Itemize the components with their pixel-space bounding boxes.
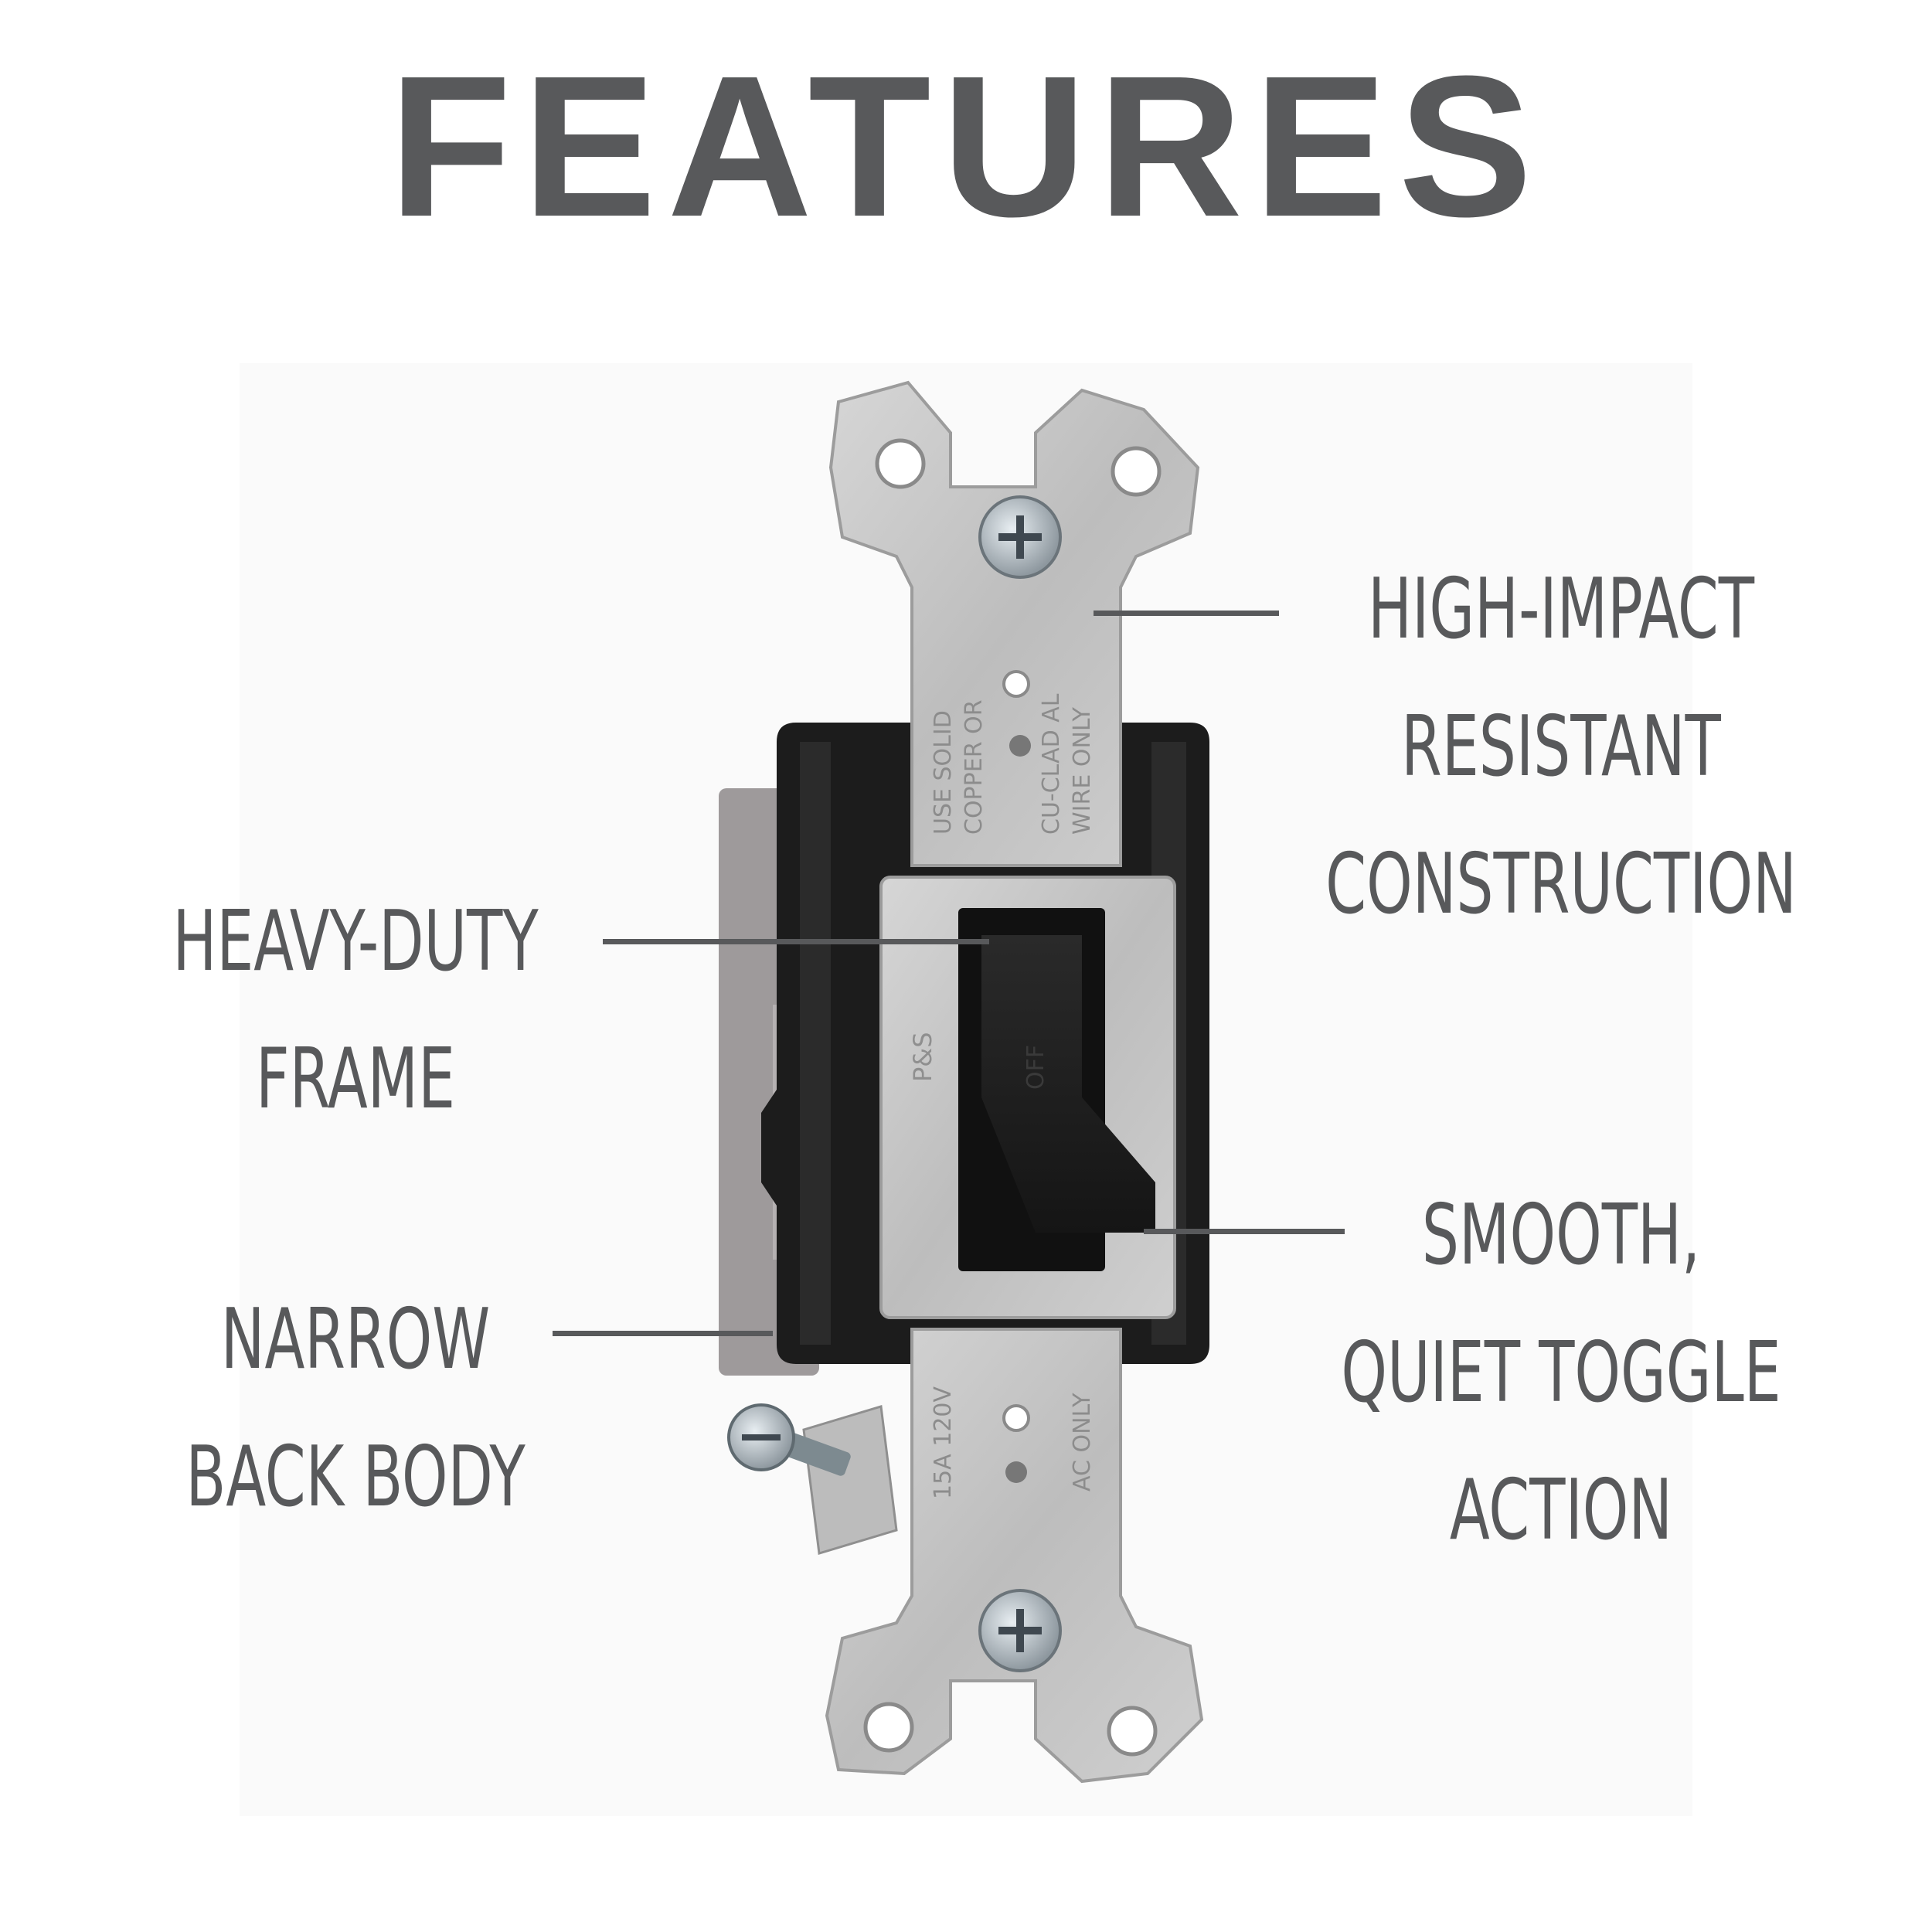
imprint-ac-only: AC ONLY xyxy=(1069,1393,1096,1492)
leader-high-impact xyxy=(1094,611,1279,616)
terminal-tab xyxy=(802,1405,898,1555)
imprint-rating: 15A 120V xyxy=(930,1386,957,1499)
mount-hole-bottom-left xyxy=(863,1702,914,1753)
leader-narrow-body xyxy=(553,1331,773,1336)
leader-heavy-duty xyxy=(603,939,989,944)
callout-smooth-toggle-line-3: ACTION xyxy=(1449,1462,1673,1559)
leader-smooth-toggle xyxy=(1144,1229,1345,1234)
callout-heavy-duty: HEAVY-DUTY FRAME xyxy=(114,873,597,1148)
imprint-brand: P&S xyxy=(908,1032,937,1082)
callout-high-impact-line-3: CONSTRUCTION xyxy=(1325,836,1797,933)
callout-smooth-toggle: SMOOTH, QUIET TOGGLE ACTION xyxy=(1284,1167,1838,1580)
callout-high-impact-line-1: HIGH-IMPACT xyxy=(1367,561,1755,658)
mount-hole-top-left xyxy=(875,438,926,489)
callout-heavy-duty-line-2: FRAME xyxy=(256,1031,455,1128)
top-strap xyxy=(828,380,1200,867)
callout-narrow-body-line-1: NARROW xyxy=(220,1291,491,1388)
toggle-off-mark: OFF xyxy=(1022,1045,1049,1090)
imprint-wire-3: CU-CLAD AL xyxy=(1038,693,1065,835)
imprint-wire-4: WIRE ONLY xyxy=(1069,706,1096,835)
mount-hole-top-right xyxy=(1111,446,1162,497)
terminal-screw-thread xyxy=(779,1431,851,1476)
callout-smooth-toggle-line-2: QUIET TOGGLE xyxy=(1341,1325,1781,1421)
callout-heavy-duty-line-1: HEAVY-DUTY xyxy=(172,893,539,990)
mount-hole-bottom-right xyxy=(1107,1706,1158,1757)
toggle-lever xyxy=(981,935,1155,1233)
callout-narrow-body-line-2: BACK BODY xyxy=(185,1429,526,1526)
bottom-strap xyxy=(825,1328,1204,1784)
callout-high-impact: HIGH-IMPACT RESISTANT CONSTRUCTION xyxy=(1272,541,1851,954)
imprint-wire-2: COPPER OR xyxy=(961,699,988,835)
callout-smooth-toggle-line-1: SMOOTH, xyxy=(1421,1187,1701,1284)
callout-narrow-body: NARROW BACK BODY xyxy=(114,1271,597,1546)
page-title: FEATURES xyxy=(389,35,1543,259)
imprint-wire-1: USE SOLID xyxy=(930,710,957,835)
callout-high-impact-line-2: RESISTANT xyxy=(1401,699,1721,795)
